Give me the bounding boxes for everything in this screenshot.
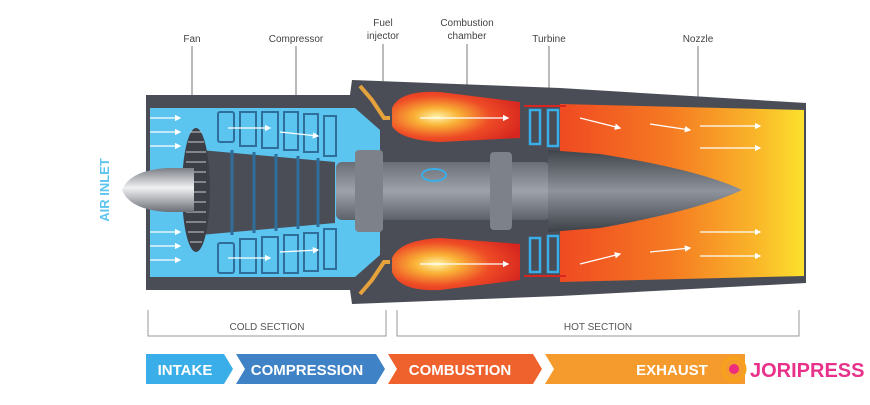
stage-intake-label: INTAKE: [158, 362, 213, 379]
combustion-label-2: chamber: [448, 31, 488, 42]
combustion-label-1: Combustion: [440, 18, 493, 29]
compressor-label: Compressor: [269, 34, 324, 45]
fuel-injector-label-1: Fuel: [373, 18, 392, 29]
shaft-bearing-rear: [490, 152, 512, 230]
joripress-logo: JORIPRESS: [721, 356, 864, 382]
stage-combustion-label: COMBUSTION: [409, 362, 512, 379]
logo-text: JORIPRESS: [750, 360, 864, 382]
airflow-arrows: [150, 114, 762, 268]
hot-section-label: HOT SECTION: [564, 322, 632, 333]
engine-body: [122, 80, 806, 304]
fan-label: Fan: [183, 34, 200, 45]
stage-exhaust-label: EXHAUST: [636, 362, 708, 379]
compressor-rotor-rings: [230, 150, 320, 235]
fuel-injector-bottom: [358, 260, 390, 296]
compressor-drum: [200, 150, 335, 235]
component-labels: Fan Compressor Fuel injector Combustion …: [183, 18, 714, 126]
cold-section-label: COLD SECTION: [229, 322, 304, 333]
compressor-blades-bottom: [217, 228, 337, 274]
stage-intake: [146, 354, 233, 384]
fuel-injector-top: [358, 84, 390, 120]
fuel-injector-label-2: injector: [367, 31, 400, 42]
fan-blades: [186, 131, 206, 243]
air-inlet-label: AIR INLET: [97, 158, 112, 222]
turbine-label: Turbine: [532, 34, 566, 45]
shaft-bearing-front: [355, 150, 383, 232]
stage-combustion: [388, 354, 542, 384]
exhaust-cone: [548, 150, 742, 232]
compressor-blades-top: [217, 111, 337, 157]
stage-bar: INTAKE COMPRESSION COMBUSTION EXHAUST: [146, 354, 745, 384]
nozzle-label: Nozzle: [683, 34, 714, 45]
fan-disk: [182, 128, 210, 252]
rotation-icon: [421, 168, 447, 182]
stage-exhaust: [545, 354, 745, 384]
combustion-chamber-top: [392, 91, 520, 142]
spinner-cone: [122, 168, 194, 212]
section-brackets: [147, 310, 800, 337]
stage-compression: [236, 354, 385, 384]
turbine-blades: [528, 108, 560, 274]
stage-compression-label: COMPRESSION: [251, 362, 364, 379]
turbine-blade-tips: [524, 105, 566, 277]
